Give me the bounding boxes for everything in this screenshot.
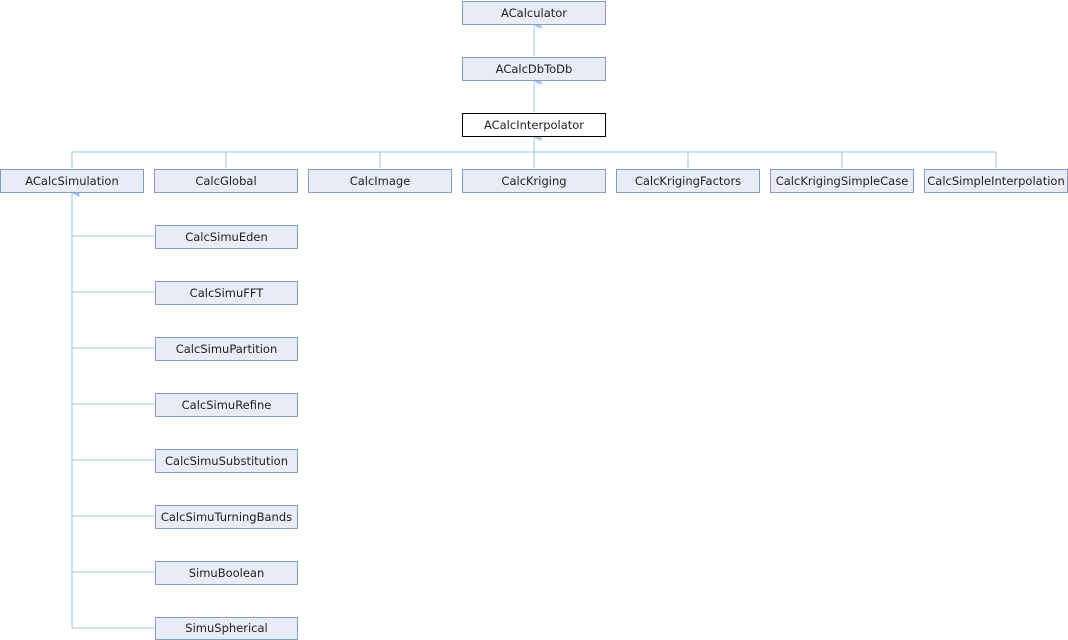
node-acalcdbtodb[interactable]: ACalcDbToDb	[462, 57, 606, 81]
node-calcsimpleinterpolation[interactable]: CalcSimpleInterpolation	[924, 169, 1068, 193]
node-calckrigingfactors[interactable]: CalcKrigingFactors	[616, 169, 760, 193]
node-calcsimurefine[interactable]: CalcSimuRefine	[155, 393, 298, 417]
node-calckrigingsimplecase[interactable]: CalcKrigingSimpleCase	[770, 169, 914, 193]
node-calcglobal[interactable]: CalcGlobal	[154, 169, 298, 193]
node-acalculator[interactable]: ACalculator	[462, 1, 606, 25]
node-calcimage[interactable]: CalcImage	[308, 169, 452, 193]
node-calcsimueden[interactable]: CalcSimuEden	[155, 225, 298, 249]
edge-children-to-interpolator	[71, 133, 997, 168]
node-simuboolean[interactable]: SimuBoolean	[155, 561, 298, 585]
node-calcsimusubstitution[interactable]: CalcSimuSubstitution	[155, 449, 298, 473]
node-simuspherical[interactable]: SimuSpherical	[155, 617, 298, 640]
node-acalcsimulation[interactable]: ACalcSimulation	[0, 169, 144, 193]
node-calckriging[interactable]: CalcKriging	[462, 169, 606, 193]
node-acalcinterpolator: ACalcInterpolator	[462, 113, 606, 137]
edge-simulations-to-acalcsimulation	[71, 189, 155, 629]
node-calcsimuturningbands[interactable]: CalcSimuTurningBands	[155, 505, 298, 529]
node-calcsimupartition[interactable]: CalcSimuPartition	[155, 337, 298, 361]
node-calcsimufft[interactable]: CalcSimuFFT	[155, 281, 298, 305]
